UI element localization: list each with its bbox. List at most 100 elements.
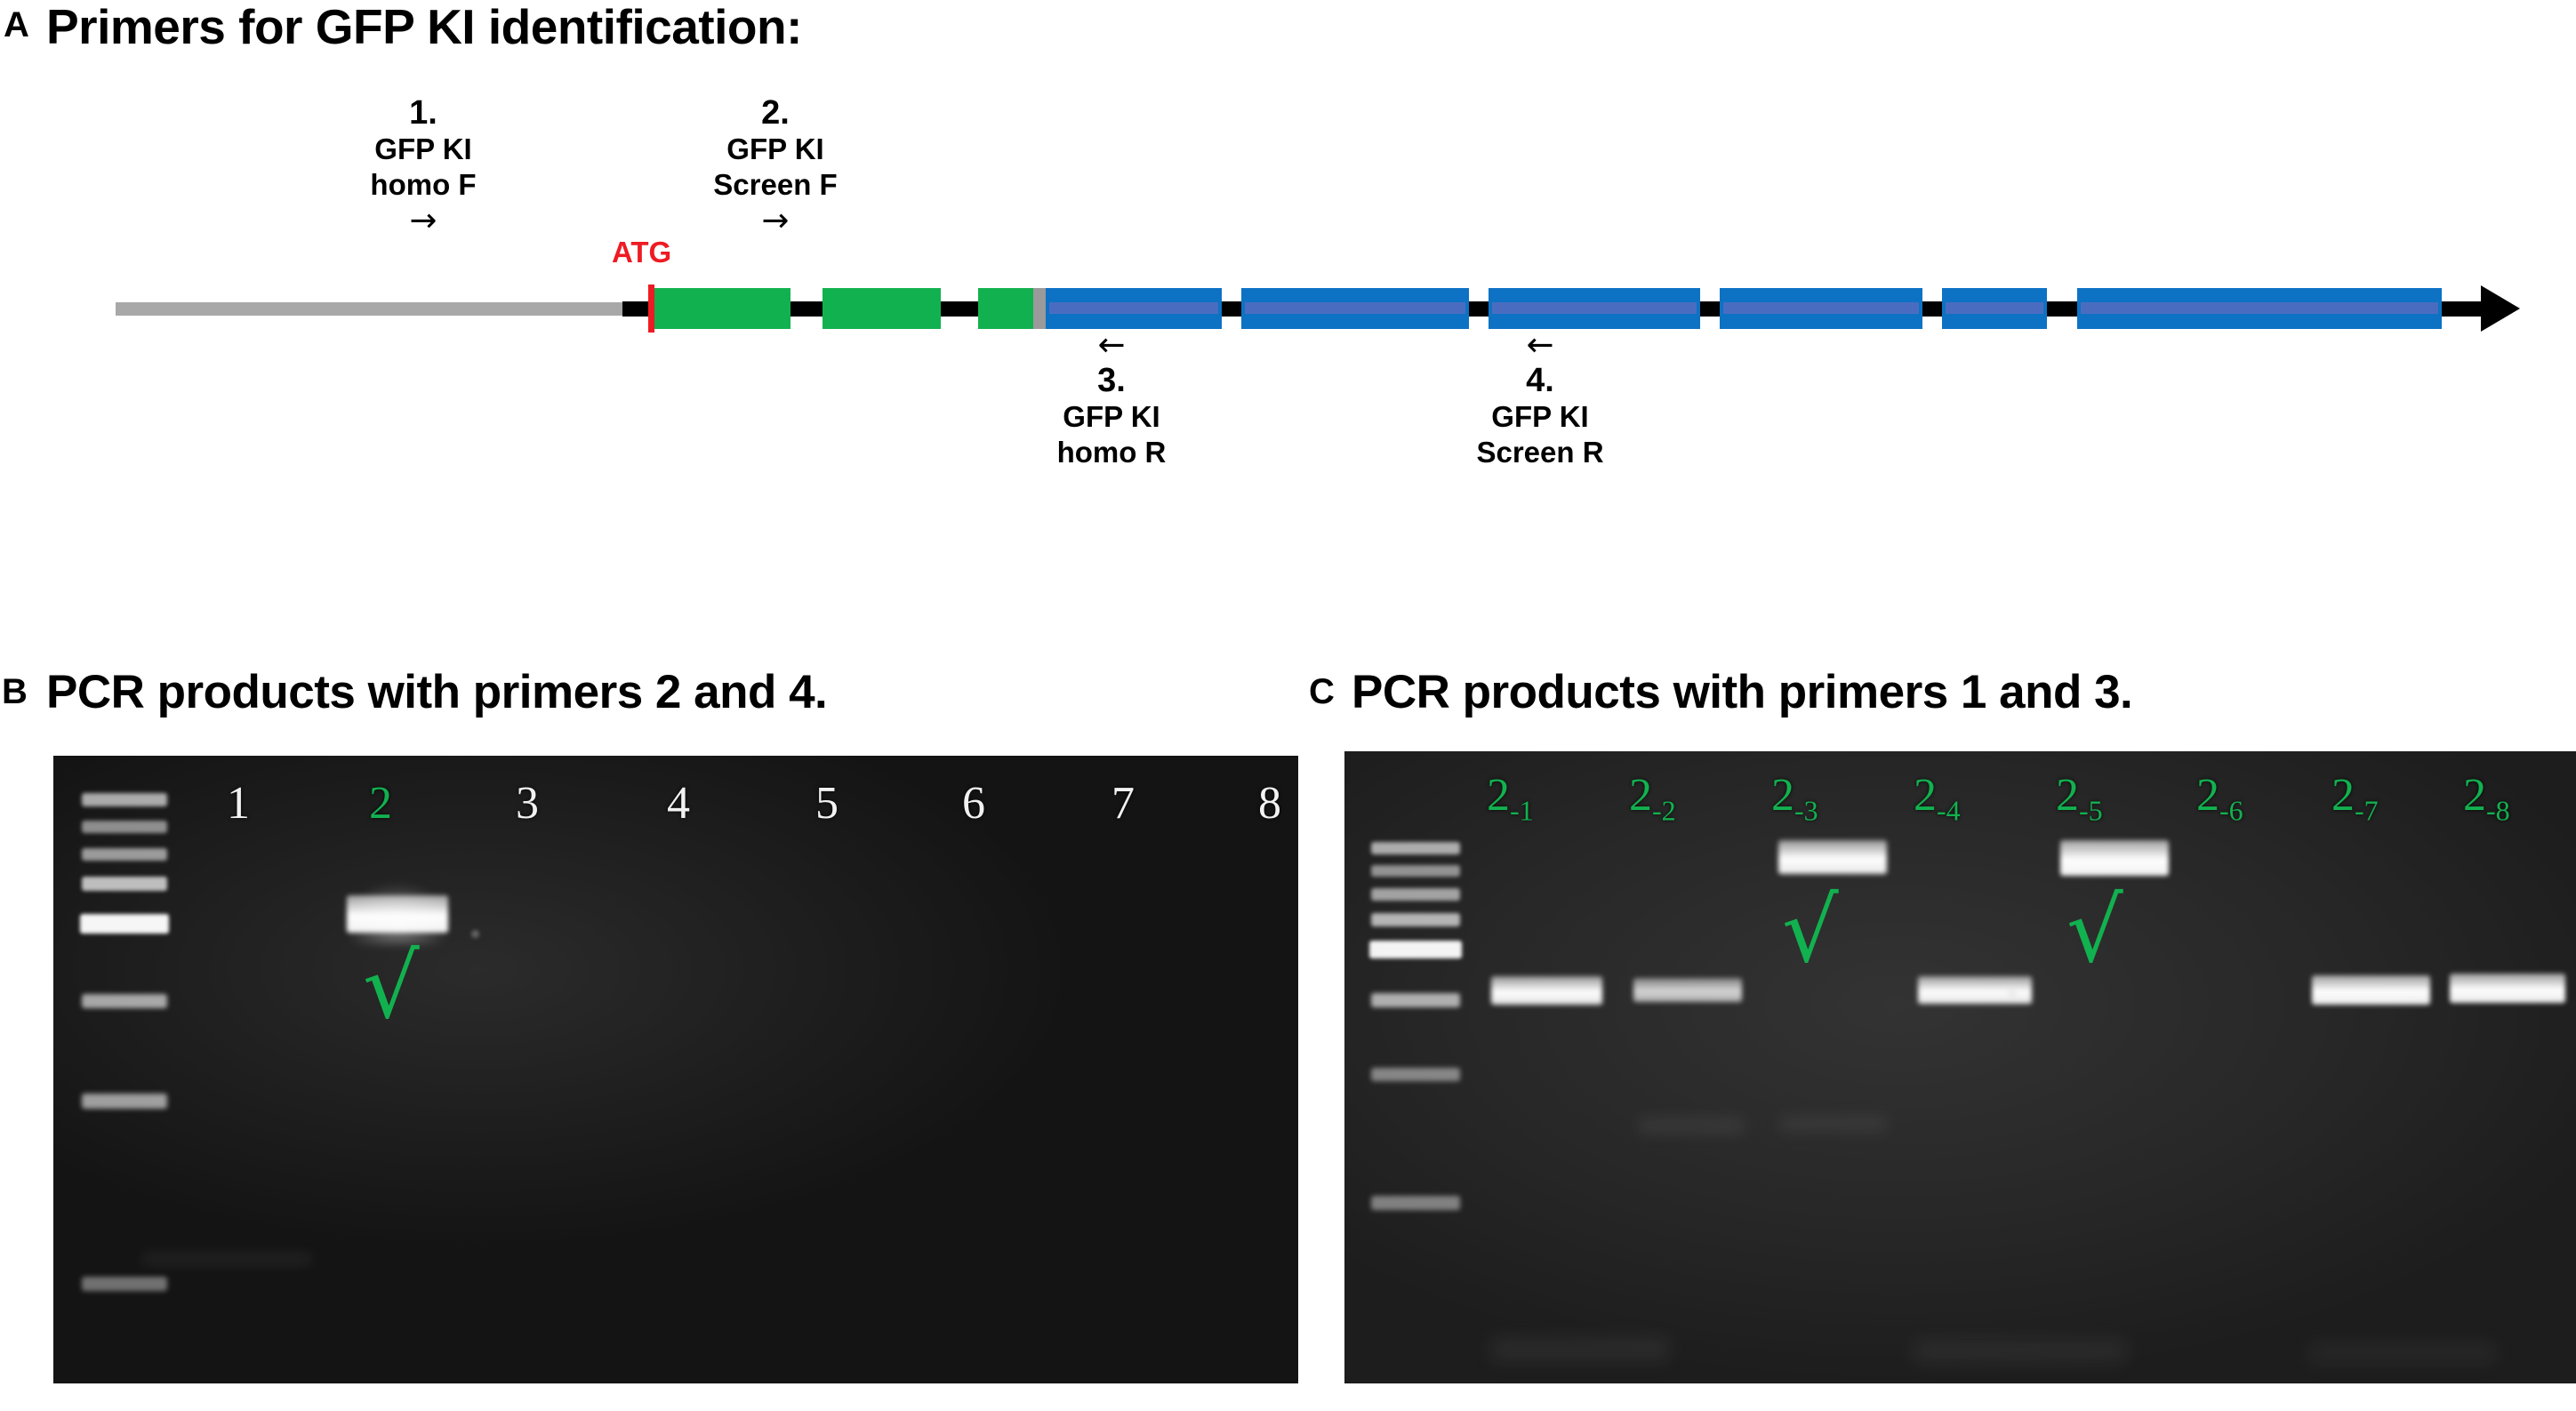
primer-1-line2: homo F bbox=[370, 168, 477, 202]
gene-exon-4 bbox=[1720, 288, 1922, 329]
ladder-band bbox=[82, 994, 167, 1008]
intron-segment bbox=[790, 301, 823, 317]
checkmark-c-lane4: √ bbox=[1782, 878, 1839, 982]
ladder-band bbox=[1371, 993, 1460, 1007]
lane-label-c-7: 2-7 bbox=[2331, 769, 2379, 827]
ladder-band bbox=[1371, 888, 1460, 901]
gel-artifact bbox=[1638, 1118, 1745, 1134]
gel-background-b bbox=[53, 756, 1298, 1383]
gene-exon-2 bbox=[1241, 288, 1469, 329]
ladder-band bbox=[82, 1094, 167, 1109]
intron-segment bbox=[1922, 301, 1942, 317]
primer-annotation-2: 2. GFP KI Screen F → bbox=[669, 94, 882, 240]
gene-exon-5 bbox=[1942, 288, 2047, 329]
dna-ladder-b bbox=[71, 756, 178, 1383]
primer-2-arrow-right-icon: → bbox=[761, 201, 790, 240]
gel-artifact bbox=[2309, 1343, 2496, 1363]
ladder-band bbox=[1371, 865, 1460, 877]
lane-label-b-1: 1 bbox=[227, 778, 250, 829]
gel-artifact bbox=[142, 1254, 311, 1264]
primer-annotation-1: 1. GFP KI homo F → bbox=[317, 95, 530, 239]
lane-label-c-7-base: 2 bbox=[2331, 770, 2355, 821]
intron-segment bbox=[2047, 301, 2077, 317]
primer-4-arrow-left-icon: ← bbox=[1526, 325, 1554, 364]
lane-label-c-8: 2-8 bbox=[2463, 769, 2510, 827]
lane-label-b-8: 8 bbox=[1258, 778, 1281, 829]
lane-label-c-5-sub: -5 bbox=[2079, 794, 2103, 827]
lane-label-c-4-sub: -4 bbox=[1937, 794, 1961, 827]
lane-label-c-5: 2-5 bbox=[2056, 769, 2103, 827]
primer-annotation-3: ← 3. GFP KI homo R bbox=[1005, 326, 1218, 470]
panel-a-title: Primers for GFP KI identification: bbox=[46, 0, 802, 54]
lane-label-c-5-base: 2 bbox=[2056, 770, 2079, 821]
panel-a-letter: A bbox=[4, 5, 29, 44]
lane-label-c-1-sub: -1 bbox=[1510, 794, 1534, 827]
gel-artifact bbox=[1914, 1340, 2127, 1363]
gene-model-track bbox=[0, 283, 2576, 336]
lane-label-c-4-base: 2 bbox=[1914, 770, 1937, 821]
ladder-band bbox=[80, 914, 169, 934]
ladder-band bbox=[82, 877, 167, 891]
lane-label-c-1: 2-1 bbox=[1487, 769, 1534, 827]
lane-label-c-7-sub: -7 bbox=[2355, 794, 2379, 827]
pcr-band-c-lane5 bbox=[1918, 976, 2032, 1004]
lane-label-c-8-base: 2 bbox=[2463, 770, 2486, 821]
gene-exon-6 bbox=[2077, 288, 2442, 329]
panel-c-letter: C bbox=[1309, 672, 1335, 711]
atg-start-codon-label: ATG bbox=[612, 236, 672, 269]
panel-a: A Primers for GFP KI identification: 1. … bbox=[0, 0, 2576, 622]
intron-segment bbox=[622, 301, 653, 317]
ladder-band bbox=[1371, 1068, 1460, 1081]
gel-artifact bbox=[2007, 988, 2018, 998]
primer-4-number: 4. bbox=[1526, 361, 1554, 399]
primer-annotation-4: ← 4. GFP KI Screen R bbox=[1433, 325, 1647, 470]
pcr-band-c-lane7 bbox=[2312, 975, 2430, 1005]
primer-2-line2: Screen F bbox=[713, 168, 838, 202]
lane-label-c-2-base: 2 bbox=[1629, 770, 1652, 821]
intron-segment bbox=[1469, 301, 1489, 317]
ladder-band bbox=[82, 821, 167, 833]
intron-segment bbox=[941, 301, 978, 317]
ladder-band bbox=[82, 848, 167, 861]
primer-2-line1: GFP KI bbox=[726, 132, 824, 165]
intron-segment bbox=[1222, 301, 1241, 317]
lane-label-c-4: 2-4 bbox=[1914, 769, 1961, 827]
ladder-band bbox=[82, 1277, 167, 1291]
ladder-band bbox=[1371, 842, 1460, 854]
pcr-band-c-lane6 bbox=[2060, 840, 2169, 876]
primer-3-line2: homo R bbox=[1056, 435, 1167, 469]
lane-label-c-1-base: 2 bbox=[1487, 770, 1510, 821]
primer-1-line1: GFP KI bbox=[374, 132, 472, 165]
gel-artifact bbox=[471, 930, 479, 938]
ladder-band bbox=[1371, 1196, 1460, 1210]
gfp-exon-1 bbox=[654, 288, 790, 329]
checkmark-c-lane6: √ bbox=[2066, 878, 2123, 982]
lane-label-c-6-sub: -6 bbox=[2219, 794, 2243, 827]
pcr-band-b-lane2-halo bbox=[343, 882, 452, 944]
three-prime-line bbox=[2442, 301, 2486, 317]
gfp-exon-2 bbox=[823, 288, 941, 329]
lane-label-b-4: 4 bbox=[667, 778, 690, 829]
primer-3-number: 3. bbox=[1097, 361, 1126, 399]
gel-artifact bbox=[1491, 1338, 1669, 1361]
ladder-band bbox=[82, 793, 167, 806]
primer-2-number: 2. bbox=[761, 94, 790, 132]
lane-label-b-3: 3 bbox=[516, 778, 539, 829]
five-prime-utr-line bbox=[116, 302, 624, 316]
pcr-band-c-lane3 bbox=[1633, 978, 1742, 1002]
lane-label-c-2-sub: -2 bbox=[1652, 794, 1676, 827]
intron-segment bbox=[1700, 301, 1720, 317]
panel-b-letter: B bbox=[2, 672, 28, 711]
pcr-band-c-lane8 bbox=[2450, 974, 2565, 1003]
pcr-band-b-lane2 bbox=[347, 895, 448, 933]
lane-label-b-2: 2 bbox=[369, 778, 392, 829]
lane-label-b-6: 6 bbox=[962, 778, 985, 829]
pcr-band-c-lane1 bbox=[1491, 976, 1602, 1005]
lane-label-c-2: 2-2 bbox=[1629, 769, 1676, 827]
panel-b-title: PCR products with primers 2 and 4. bbox=[46, 666, 828, 718]
checkmark-b-lane2: √ bbox=[363, 934, 420, 1038]
gel-artifact bbox=[1780, 1116, 1887, 1132]
pcr-band-c-lane4 bbox=[1778, 840, 1887, 874]
dna-ladder-c bbox=[1360, 751, 1467, 1383]
transcription-direction-arrow-icon bbox=[2481, 285, 2520, 332]
